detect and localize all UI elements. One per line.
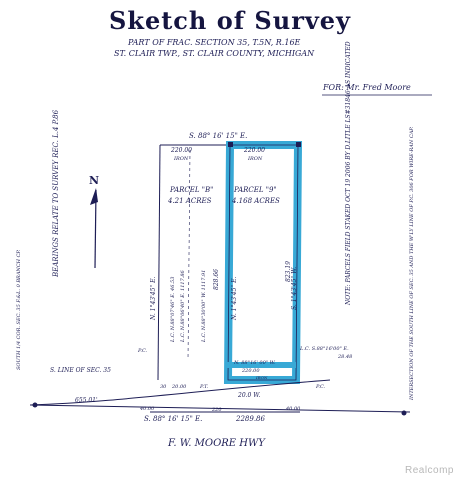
pc-right: P.C. [315,384,326,390]
bottom-dist-b: 2289.86 [235,415,265,423]
east-line-label: S. 1°43'45" W. [291,267,298,310]
lc-line-2: L.C. N.88°06'40" E. 1117.86 [180,269,186,343]
bearings-note: BEARINGS RELATE TO SURVEY REC. L.4 P.86 [52,109,60,278]
bottom-iron: IRON [255,375,268,380]
mid-bearing: N. 1°43'45" E. [231,277,238,321]
intersection-mark [401,410,407,416]
subtitle-line-2: ST. CLAIR TWP., ST. CLAIR COUNTY, MICHIG… [114,49,315,58]
parcel-9-highlight [223,141,303,384]
subtitle-line-1: PART OF FRAC. SECTION 35, T.5N, R.16E [128,38,301,47]
bottom-bearing: S. 88° 16' 15" E. [144,415,202,423]
north-bearing: S. 88° 16' 15" E. [189,132,247,140]
realcomp-watermark: Realcomp [404,465,454,476]
intersection-note: INTERSECTION OF THE SOUTH LINE OF SEC. 3… [409,126,415,401]
parcel-9-area: 4.168 ACRES [231,197,280,205]
parcel-9-name: PARCEL "9" [233,186,277,194]
east-dist: 823.19 [285,261,292,282]
north-dist-b: 220.00 [170,147,192,154]
lc-east-dist: 28.48 [337,354,352,360]
south-quarter-corner: SOUTH 1/4 COR. SEC. 35 F.&L. 0 BRANCH CP… [16,249,22,370]
west-line-label: N. 1°43'45" E. [150,277,157,321]
iron-mark-ne [228,142,233,147]
row-dist-b: 40.00 [285,406,301,412]
bottom-inner-dist: 220.00 [241,368,260,374]
road-name: F. W. MOORE HWY [167,438,266,449]
bottom-inner-bearing: N. 88°16' 00" W. [233,360,276,366]
mid-dist: 828.66 [213,269,220,290]
south-quarter-corner-mark [32,402,38,408]
lc-east: L.C. S.88°16'00" E. [299,346,349,352]
iron-mark-nw [296,142,301,147]
section-line-label: S. LINE OF SEC. 35 [50,367,111,374]
lc-line-1: L.C. N.88°07'46" E. 46.53 [170,277,176,343]
parcel-b-name: PARCEL "B" [169,186,213,194]
note-text: NOTE: PARCELS FIELD STAKED OCT 19 2006 B… [345,41,352,306]
north-arrow-letter: N [89,174,99,187]
bottom-dist-a: 220 [211,407,222,413]
lot-dist-a: 30 [160,384,167,390]
road-lines [29,379,411,413]
south-line-dist: 655.01' [75,397,98,404]
prepared-for: FOR: Mr. Fred Moore [323,83,411,92]
lot-dist-b: 20.00 [171,384,187,390]
iron-label-2: IRON [247,156,263,162]
sketch-title: Sketch of Survey [108,6,351,35]
parcel-b-area: 4.21 ACRES [167,197,212,205]
row-dist-a: 40.00 [139,406,155,412]
pc-left: P.C. [137,348,148,354]
iron-label-1: IRON [173,156,189,162]
row-label: 20.0 W. [237,392,260,399]
parcel-b-outline [157,144,231,381]
lc-line-3: L.C. N.88°30'00" W. 1117.91 [201,270,207,343]
north-arrow-icon [90,188,98,269]
north-dist-9: 220.00 [243,147,265,154]
pt-label: P.T. [199,384,209,390]
interior-dash [187,149,191,361]
